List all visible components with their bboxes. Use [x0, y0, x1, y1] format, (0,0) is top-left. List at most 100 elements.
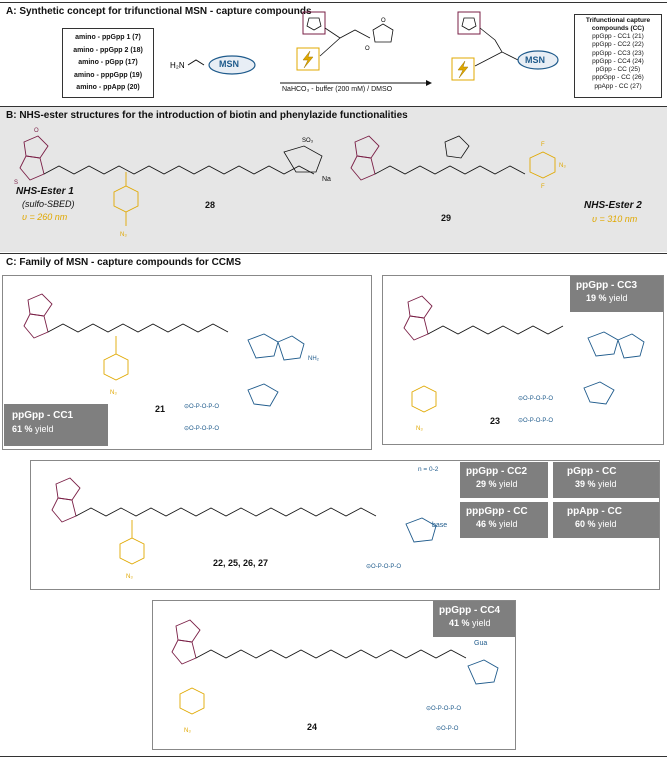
svg-text:⊝O-P-O: ⊝O-P-O: [436, 726, 459, 732]
msn-label: MSN: [219, 59, 239, 69]
cc2-name: ppGpp - CC2: [466, 466, 528, 477]
svg-text:O: O: [381, 18, 386, 24]
compound-28-label: 28: [205, 200, 216, 210]
sulfo-sbed-structure: O S SO₃ N₃: [14, 128, 323, 238]
svg-text:⊝O-P-O-P-O: ⊝O-P-O-P-O: [518, 396, 553, 402]
pgpp-yield-word: yield: [598, 479, 617, 489]
cc4-name: ppGpp - CC4: [439, 605, 501, 616]
cc2-yield: 29 %: [476, 479, 497, 489]
svg-text:H₂N: H₂N: [170, 61, 185, 70]
cc2-badge: ppGpp - CC2 29 % yield: [460, 462, 548, 498]
svg-text:N₃: N₃: [184, 728, 191, 734]
pppgpp-badge: pppGpp - CC 46 % yield: [460, 502, 548, 538]
amino-item: amino - pGpp (17): [78, 59, 138, 66]
cc3-name: ppGpp - CC3: [576, 280, 638, 291]
nhs-reagent-structure: OO: [296, 11, 394, 71]
product-item: ppApp - CC (27): [594, 82, 642, 90]
msn-product-label: MSN: [525, 55, 545, 65]
lightning-icon: [302, 50, 314, 69]
svg-text:N₃: N₃: [126, 574, 133, 580]
cc1-structure: N₃ ⊝O-P-O-P-O ⊝O-P-O-P-O NH₂: [23, 293, 320, 432]
nhs-ester2-structure: N₃ F F: [350, 135, 566, 190]
product-list-title: Trifunctional capture compounds (CC): [585, 17, 651, 32]
amino-list-box: amino - ppGpp 1 (7) amino - ppGpp 2 (18)…: [62, 28, 154, 98]
amino-item: amino - ppGpp 1 (7): [75, 34, 141, 41]
product-item: ppGpp - CC3 (23): [592, 49, 644, 57]
svg-text:N₃: N₃: [110, 390, 117, 396]
reagent-conditions: NaHCO₃ - buffer (200 mM) / DMSO: [282, 86, 393, 93]
amino-item: amino - pppGpp (19): [73, 71, 143, 79]
svg-text:O: O: [365, 46, 370, 52]
svg-text:O: O: [34, 128, 39, 134]
sodium-label: Na: [322, 176, 331, 183]
cc4-yield-word: yield: [472, 618, 491, 628]
cc1-yield-word: yield: [35, 424, 54, 434]
cc-family-structure: N₃ ⊝O-P-O-P-O: [51, 477, 437, 580]
svg-text:⊝O-P-O-P-O: ⊝O-P-O-P-O: [518, 418, 553, 424]
svg-text:SO₃: SO₃: [302, 138, 314, 144]
section-c-title: C: Family of MSN - capture compounds for…: [6, 257, 242, 268]
reaction-arrow: [280, 80, 432, 86]
pppgpp-name: pppGpp - CC: [466, 506, 528, 517]
ester2-name: NHS-Ester 2: [584, 200, 642, 211]
product-structure: [451, 11, 559, 81]
compound-24-label: 24: [307, 722, 318, 732]
cc4-badge: ppGpp - CC4 41 % yield: [433, 601, 515, 637]
ppapp-yield: 60 %: [575, 519, 596, 529]
svg-text:⊝O-P-O-P-O: ⊝O-P-O-P-O: [184, 404, 219, 410]
pgpp-yield: 39 %: [575, 479, 596, 489]
section-c-rule: [0, 253, 667, 254]
ppapp-badge: ppApp - CC 60 % yield: [553, 502, 659, 538]
ester1-wavelength: υ = 260 nm: [22, 212, 68, 222]
product-item: ppGpp - CC4 (24): [592, 57, 644, 65]
cc1-name: ppGpp - CC1: [12, 410, 74, 421]
svg-text:N₃: N₃: [559, 163, 566, 169]
svg-text:N₃: N₃: [120, 232, 127, 238]
product-item: pGpp - CC (25): [595, 66, 641, 74]
n-range-label: n = 0-2: [418, 466, 439, 473]
svg-text:⊝O-P-O-P-O: ⊝O-P-O-P-O: [366, 564, 401, 570]
section-a-title: A: Synthetic concept for trifunctional M…: [6, 6, 312, 17]
svg-text:NH₂: NH₂: [308, 356, 320, 362]
pppgpp-yield-word: yield: [499, 519, 518, 529]
pgpp-badge: pGpp - CC 39 % yield: [553, 462, 659, 498]
pppgpp-yield: 46 %: [476, 519, 497, 529]
cc2-yield-word: yield: [499, 479, 518, 489]
svg-text:N₃: N₃: [416, 426, 423, 432]
cc3-structure: N₃ ⊝O-P-O-P-O ⊝O-P-O-P-O: [403, 295, 645, 432]
pgpp-name: pGpp - CC: [567, 466, 617, 477]
product-list-box: Trifunctional capture compounds (CC) ppG…: [574, 14, 662, 98]
cc4-structure: N₃ ⊝O-P-O-P-O ⊝O-P-O: [171, 619, 499, 734]
cc1-badge: ppGpp - CC1 61 % yield: [4, 404, 108, 446]
svg-text:S: S: [14, 180, 18, 186]
ester1-sub: (sulfo-SBED): [22, 199, 75, 209]
compound-22-25-26-27-label: 22, 25, 26, 27: [213, 558, 269, 568]
compound-21-label: 21: [155, 404, 166, 414]
svg-text:⊝O-P-O-P-O: ⊝O-P-O-P-O: [184, 426, 219, 432]
section-b-rule: [0, 106, 667, 107]
product-item: ppGpp - CC1 (21): [592, 33, 644, 40]
ppapp-yield-word: yield: [598, 519, 617, 529]
cc3-badge: ppGpp - CC3 19 % yield: [570, 276, 663, 312]
svg-text:⊝O-P-O-P-O: ⊝O-P-O-P-O: [426, 706, 461, 712]
cc3-yield-word: yield: [609, 293, 628, 303]
product-item: ppGpp - CC2 (22): [592, 41, 644, 49]
amino-item: amino - ppGpp 2 (18): [73, 46, 143, 54]
ppapp-name: ppApp - CC: [567, 506, 622, 517]
ester2-wavelength: υ = 310 nm: [592, 214, 638, 224]
base-label: base: [432, 522, 448, 529]
svg-text:F: F: [541, 184, 545, 190]
product-item: pppGpp - CC (26): [592, 74, 644, 82]
svg-text:F: F: [541, 142, 545, 148]
compound-29-label: 29: [441, 213, 452, 223]
section-b-background: [0, 107, 667, 252]
ester1-name: NHS-Ester 1: [16, 186, 74, 197]
section-b-title: B: NHS-ester structures for the introduc…: [6, 110, 408, 121]
cc1-yield: 61 %: [12, 424, 33, 434]
msn-ellipse: [208, 55, 256, 75]
top-rule: [0, 2, 667, 3]
amino-msn-structure: H₂N: [170, 55, 256, 75]
bottom-rule: [0, 756, 667, 757]
cc4-yield: 41 %: [449, 618, 470, 628]
gua-label: Gua: [474, 640, 488, 647]
